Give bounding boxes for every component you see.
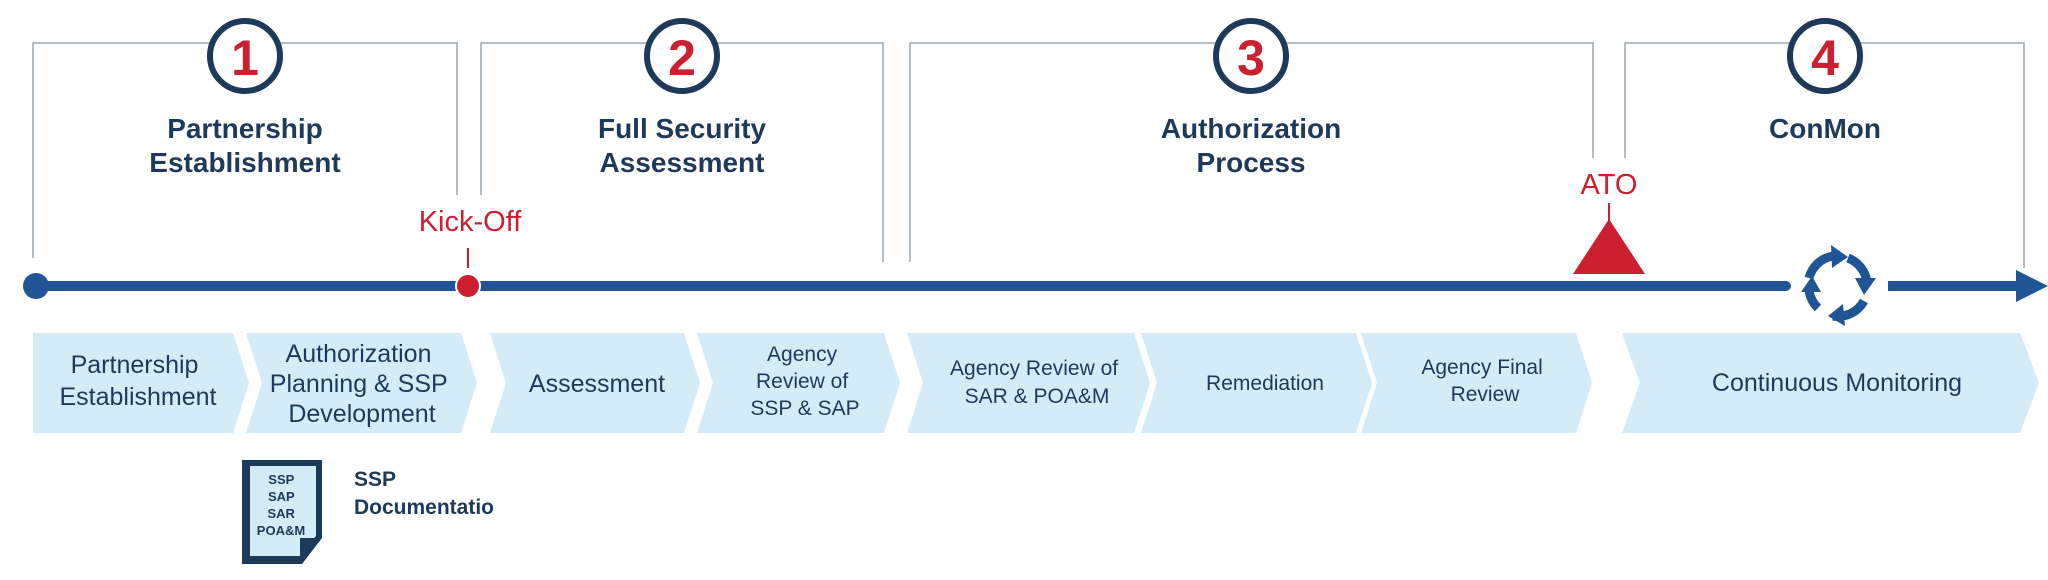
- phase-4-title-line1: ConMon: [1769, 113, 1881, 144]
- step-5-label: Agency Review of SAR & POA&M: [950, 357, 1124, 408]
- phase-3-badge: 3: [1213, 18, 1289, 94]
- kickoff-label: Kick-Off: [419, 206, 523, 238]
- phase-2-title-line1: Full Security: [598, 113, 766, 144]
- documentation-caption-line1: SSP: [354, 468, 396, 491]
- step-agency-review-sar-poam: Agency Review of SAR & POA&M: [907, 333, 1150, 433]
- documentation-caption-line2: Documentatio: [354, 496, 494, 519]
- kickoff-dot: [455, 273, 481, 299]
- phase-4-badge: 4: [1787, 18, 1863, 94]
- timeline: [23, 219, 2048, 326]
- process-steps: Partnership Establishment Authorization …: [33, 333, 2039, 433]
- step-3-label: Assessment: [529, 370, 665, 398]
- step-partnership-establishment: Partnership Establishment: [33, 333, 249, 433]
- step-assessment: Assessment: [490, 333, 700, 433]
- step-2-label: Authorization Planning & SSP Development: [270, 340, 454, 428]
- arrow-head-icon: [2016, 270, 2048, 302]
- ato-label: ATO: [1581, 169, 1638, 201]
- document-icon-text: SSP SAP SAR POA&M: [257, 472, 305, 538]
- phase-1-number: 1: [231, 30, 259, 86]
- step-agency-final-review: Agency Final Review: [1361, 333, 1592, 433]
- continuous-cycle-icon: [1801, 245, 1876, 326]
- step-8-label: Continuous Monitoring: [1712, 369, 1962, 397]
- phase-1-title-line2: Establishment: [149, 147, 340, 178]
- phase-2-title-line2: Assessment: [600, 147, 765, 178]
- step-remediation: Remediation: [1141, 333, 1372, 433]
- phase-1-title-line1: Partnership: [167, 113, 323, 144]
- step-1-label: Partnership Establishment: [59, 351, 216, 411]
- triangle-ato-icon: [1573, 219, 1645, 274]
- phase-3-number: 3: [1237, 30, 1265, 86]
- step-4-label: Agency Review of SSP & SAP: [750, 343, 859, 420]
- step-authorization-planning: Authorization Planning & SSP Development: [246, 333, 477, 433]
- phase-2-badge: 2: [644, 18, 720, 94]
- phase-4-number: 4: [1811, 30, 1839, 86]
- step-6-label: Remediation: [1206, 372, 1324, 395]
- timeline-start-dot: [23, 273, 49, 299]
- phase-3-title-line2: Process: [1197, 147, 1306, 178]
- step-continuous-monitoring: Continuous Monitoring: [1622, 333, 2039, 433]
- phase-2-number: 2: [668, 30, 696, 86]
- document-icon: SSP SAP SAR POA&M: [242, 460, 322, 564]
- step-agency-review-ssp-sap: Agency Review of SSP & SAP: [697, 333, 900, 433]
- phase-1-badge: 1: [207, 18, 283, 94]
- step-7-label: Agency Final Review: [1421, 356, 1548, 406]
- phase-3-title-line1: Authorization: [1161, 113, 1341, 144]
